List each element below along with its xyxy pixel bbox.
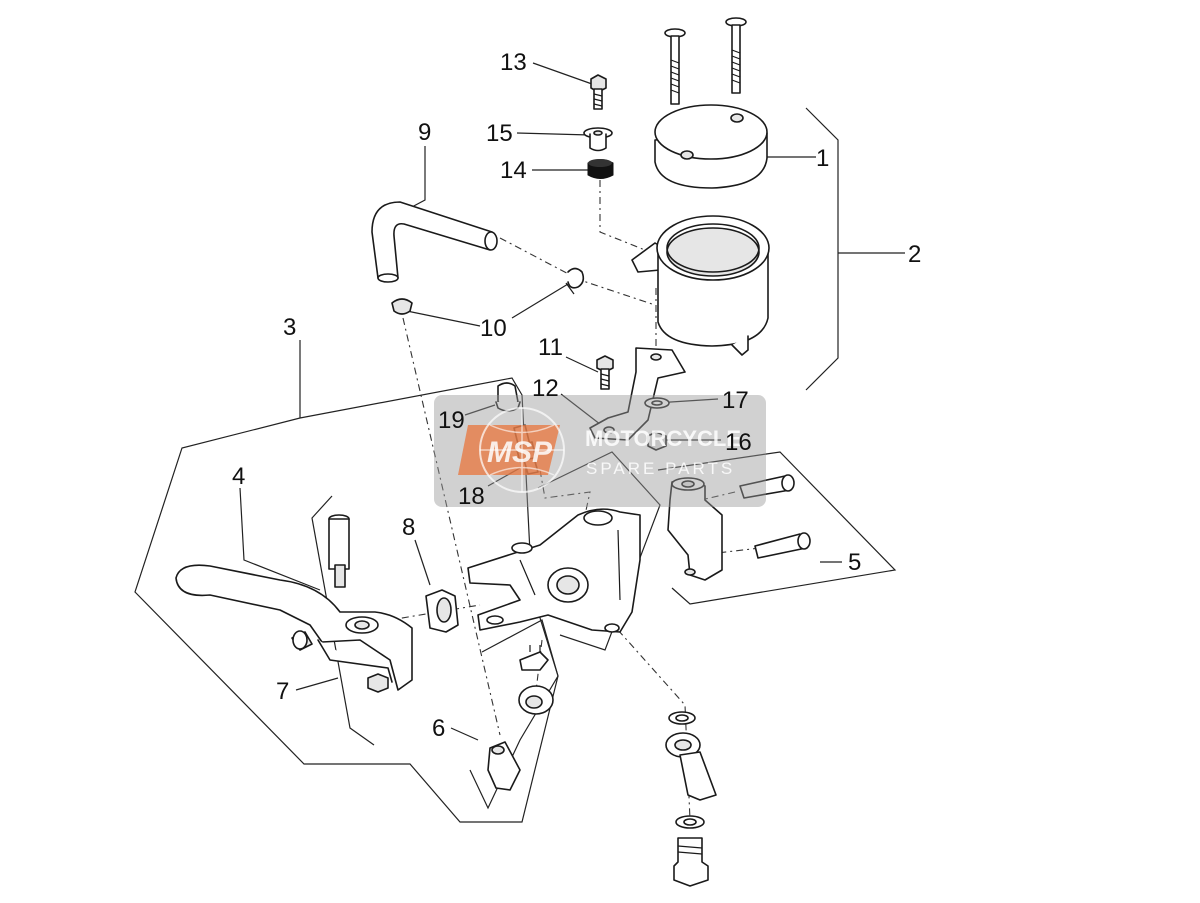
clamp-bolts xyxy=(739,474,811,559)
nut-part-16 xyxy=(647,431,667,451)
callout-11: 11 xyxy=(538,334,563,361)
bracket-part-12 xyxy=(589,347,686,441)
washer-part-17 xyxy=(644,397,670,409)
bushing-part-15 xyxy=(583,127,613,152)
callout-4: 4 xyxy=(232,463,245,490)
bolt-part-13 xyxy=(590,74,607,110)
callout-1: 1 xyxy=(816,145,829,172)
reservoir-cap-part-1 xyxy=(654,104,768,189)
callout-18: 18 xyxy=(458,483,485,510)
callout-3: 3 xyxy=(283,314,296,341)
brake-lever-part-4 xyxy=(175,564,413,691)
pivot-pin xyxy=(328,514,350,588)
callout-14: 14 xyxy=(500,157,527,184)
group-outline-5 xyxy=(657,451,897,605)
reservoir-body-part-2 xyxy=(631,215,770,356)
hose-clip-part-10 xyxy=(391,267,585,315)
callout-12: 12 xyxy=(532,375,559,402)
callout-13: 13 xyxy=(500,49,527,76)
watermark-line1: MOTORCYCLE xyxy=(585,426,741,451)
grommet-part-14 xyxy=(587,159,614,179)
leader-lines xyxy=(239,62,905,741)
callout-6: 6 xyxy=(432,715,445,742)
watermark: MSP MOTORCYCLE SPARE PARTS xyxy=(434,395,766,507)
screw-part-11 xyxy=(596,355,614,390)
group-outline-3 xyxy=(134,377,559,823)
callout-19: 19 xyxy=(438,407,465,434)
switch-part-6 xyxy=(487,645,554,791)
group-outline-2 xyxy=(805,107,839,391)
callout-17: 17 xyxy=(722,387,749,414)
watermark-logo-text: MSP xyxy=(487,436,553,469)
group-outline-center xyxy=(537,451,661,651)
master-cylinder-body xyxy=(467,508,641,633)
nut-part-7 xyxy=(367,673,389,693)
callout-15: 15 xyxy=(486,120,513,147)
boot-part-8 xyxy=(425,589,459,633)
hose-part-9 xyxy=(371,201,498,283)
callout-16: 16 xyxy=(725,429,752,456)
callout-labels: 1 2 3 4 5 6 7 8 9 10 11 12 13 14 15 16 1… xyxy=(232,49,921,742)
callout-9: 9 xyxy=(418,119,431,146)
banjo-fitting-stack xyxy=(665,711,717,887)
callout-8: 8 xyxy=(402,514,415,541)
callout-7: 7 xyxy=(276,678,289,705)
callout-10: 10 xyxy=(480,315,507,342)
callout-5: 5 xyxy=(848,549,861,576)
watermark-box xyxy=(434,395,766,507)
cap-screws xyxy=(664,17,747,105)
clamp-part-5 xyxy=(667,477,723,581)
callout-2: 2 xyxy=(908,241,921,268)
watermark-line2: SPARE PARTS xyxy=(586,459,735,478)
